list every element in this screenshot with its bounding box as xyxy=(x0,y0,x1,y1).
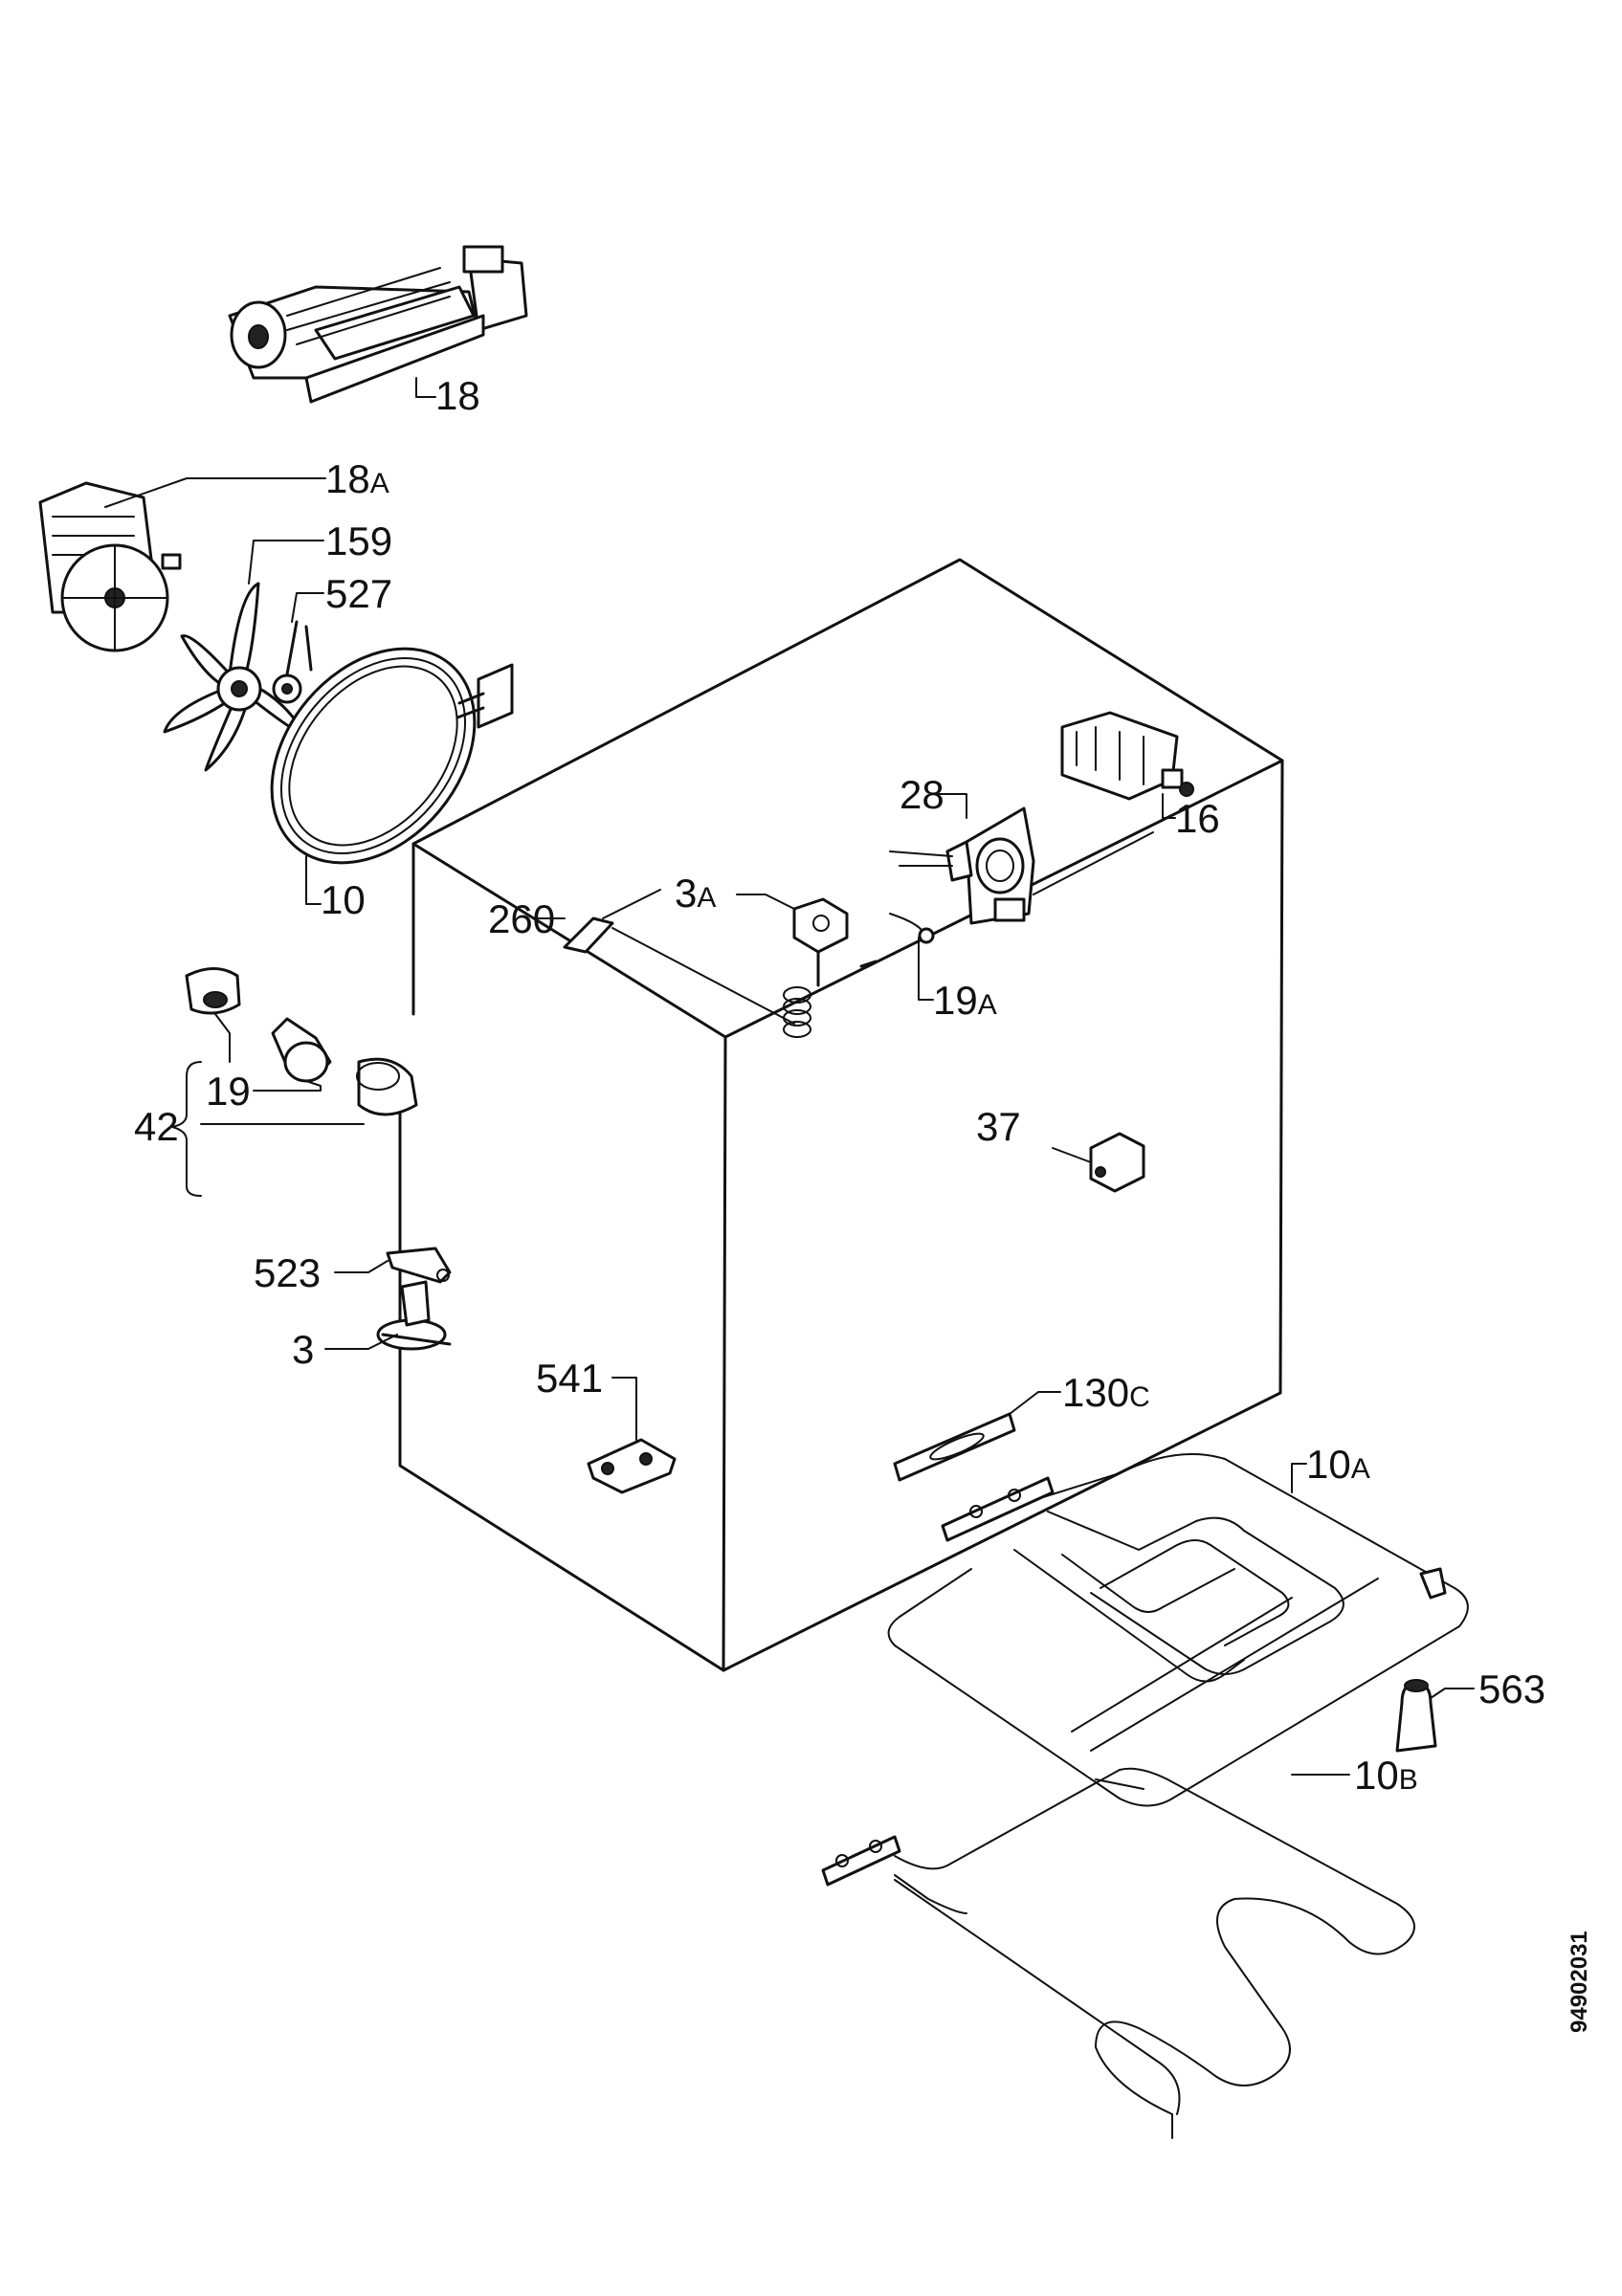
label-18: 18 xyxy=(435,373,480,418)
thermostat-sensor-part xyxy=(563,889,811,1038)
label-159: 159 xyxy=(325,519,392,563)
label-19: 19 xyxy=(206,1069,251,1114)
label-42: 42 xyxy=(134,1104,179,1149)
safety-thermostat-part xyxy=(376,1280,452,1351)
fan-motor-part xyxy=(38,481,182,652)
timer-part xyxy=(889,806,1035,925)
label-19a: 19A xyxy=(933,978,997,1023)
circular-heating-element-part xyxy=(270,647,514,865)
label-130c: 130C xyxy=(1062,1370,1150,1415)
lower-heating-element-part xyxy=(821,1767,1415,2139)
label-10: 10 xyxy=(321,877,366,922)
drawing-code: 94902031 xyxy=(1566,1931,1592,2033)
element-support-part xyxy=(1395,1679,1437,1753)
label-10a: 10A xyxy=(1306,1442,1370,1487)
label-3: 3 xyxy=(292,1327,314,1372)
label-16: 16 xyxy=(1175,796,1220,841)
label-28: 28 xyxy=(900,772,944,817)
tangential-fan-part xyxy=(228,245,528,404)
label-18a: 18A xyxy=(325,456,389,501)
label-260: 260 xyxy=(488,896,555,941)
label-563: 563 xyxy=(1478,1667,1545,1711)
seal-part xyxy=(893,1412,1016,1482)
cable-clip-part xyxy=(386,1247,452,1284)
selector-switch-part xyxy=(1060,711,1194,801)
label-541: 541 xyxy=(536,1356,603,1401)
thermostat-part xyxy=(792,897,878,987)
label-523: 523 xyxy=(254,1250,321,1295)
label-3a: 3A xyxy=(675,871,716,916)
leader-lines xyxy=(104,377,1475,1776)
part-labels: 18 18A 159 527 10 28 16 260 3A 19A 42 19… xyxy=(134,373,1545,1798)
label-37: 37 xyxy=(976,1104,1021,1149)
grill-heating-element-part xyxy=(887,1453,1469,1807)
label-10b: 10B xyxy=(1354,1753,1418,1798)
switch-part xyxy=(1089,1132,1145,1193)
bracket-part xyxy=(587,1438,677,1494)
oven-lamp-assembly xyxy=(185,967,418,1116)
lamp-wiring-part xyxy=(889,913,935,944)
label-527: 527 xyxy=(325,571,392,616)
nut-part xyxy=(272,620,313,704)
